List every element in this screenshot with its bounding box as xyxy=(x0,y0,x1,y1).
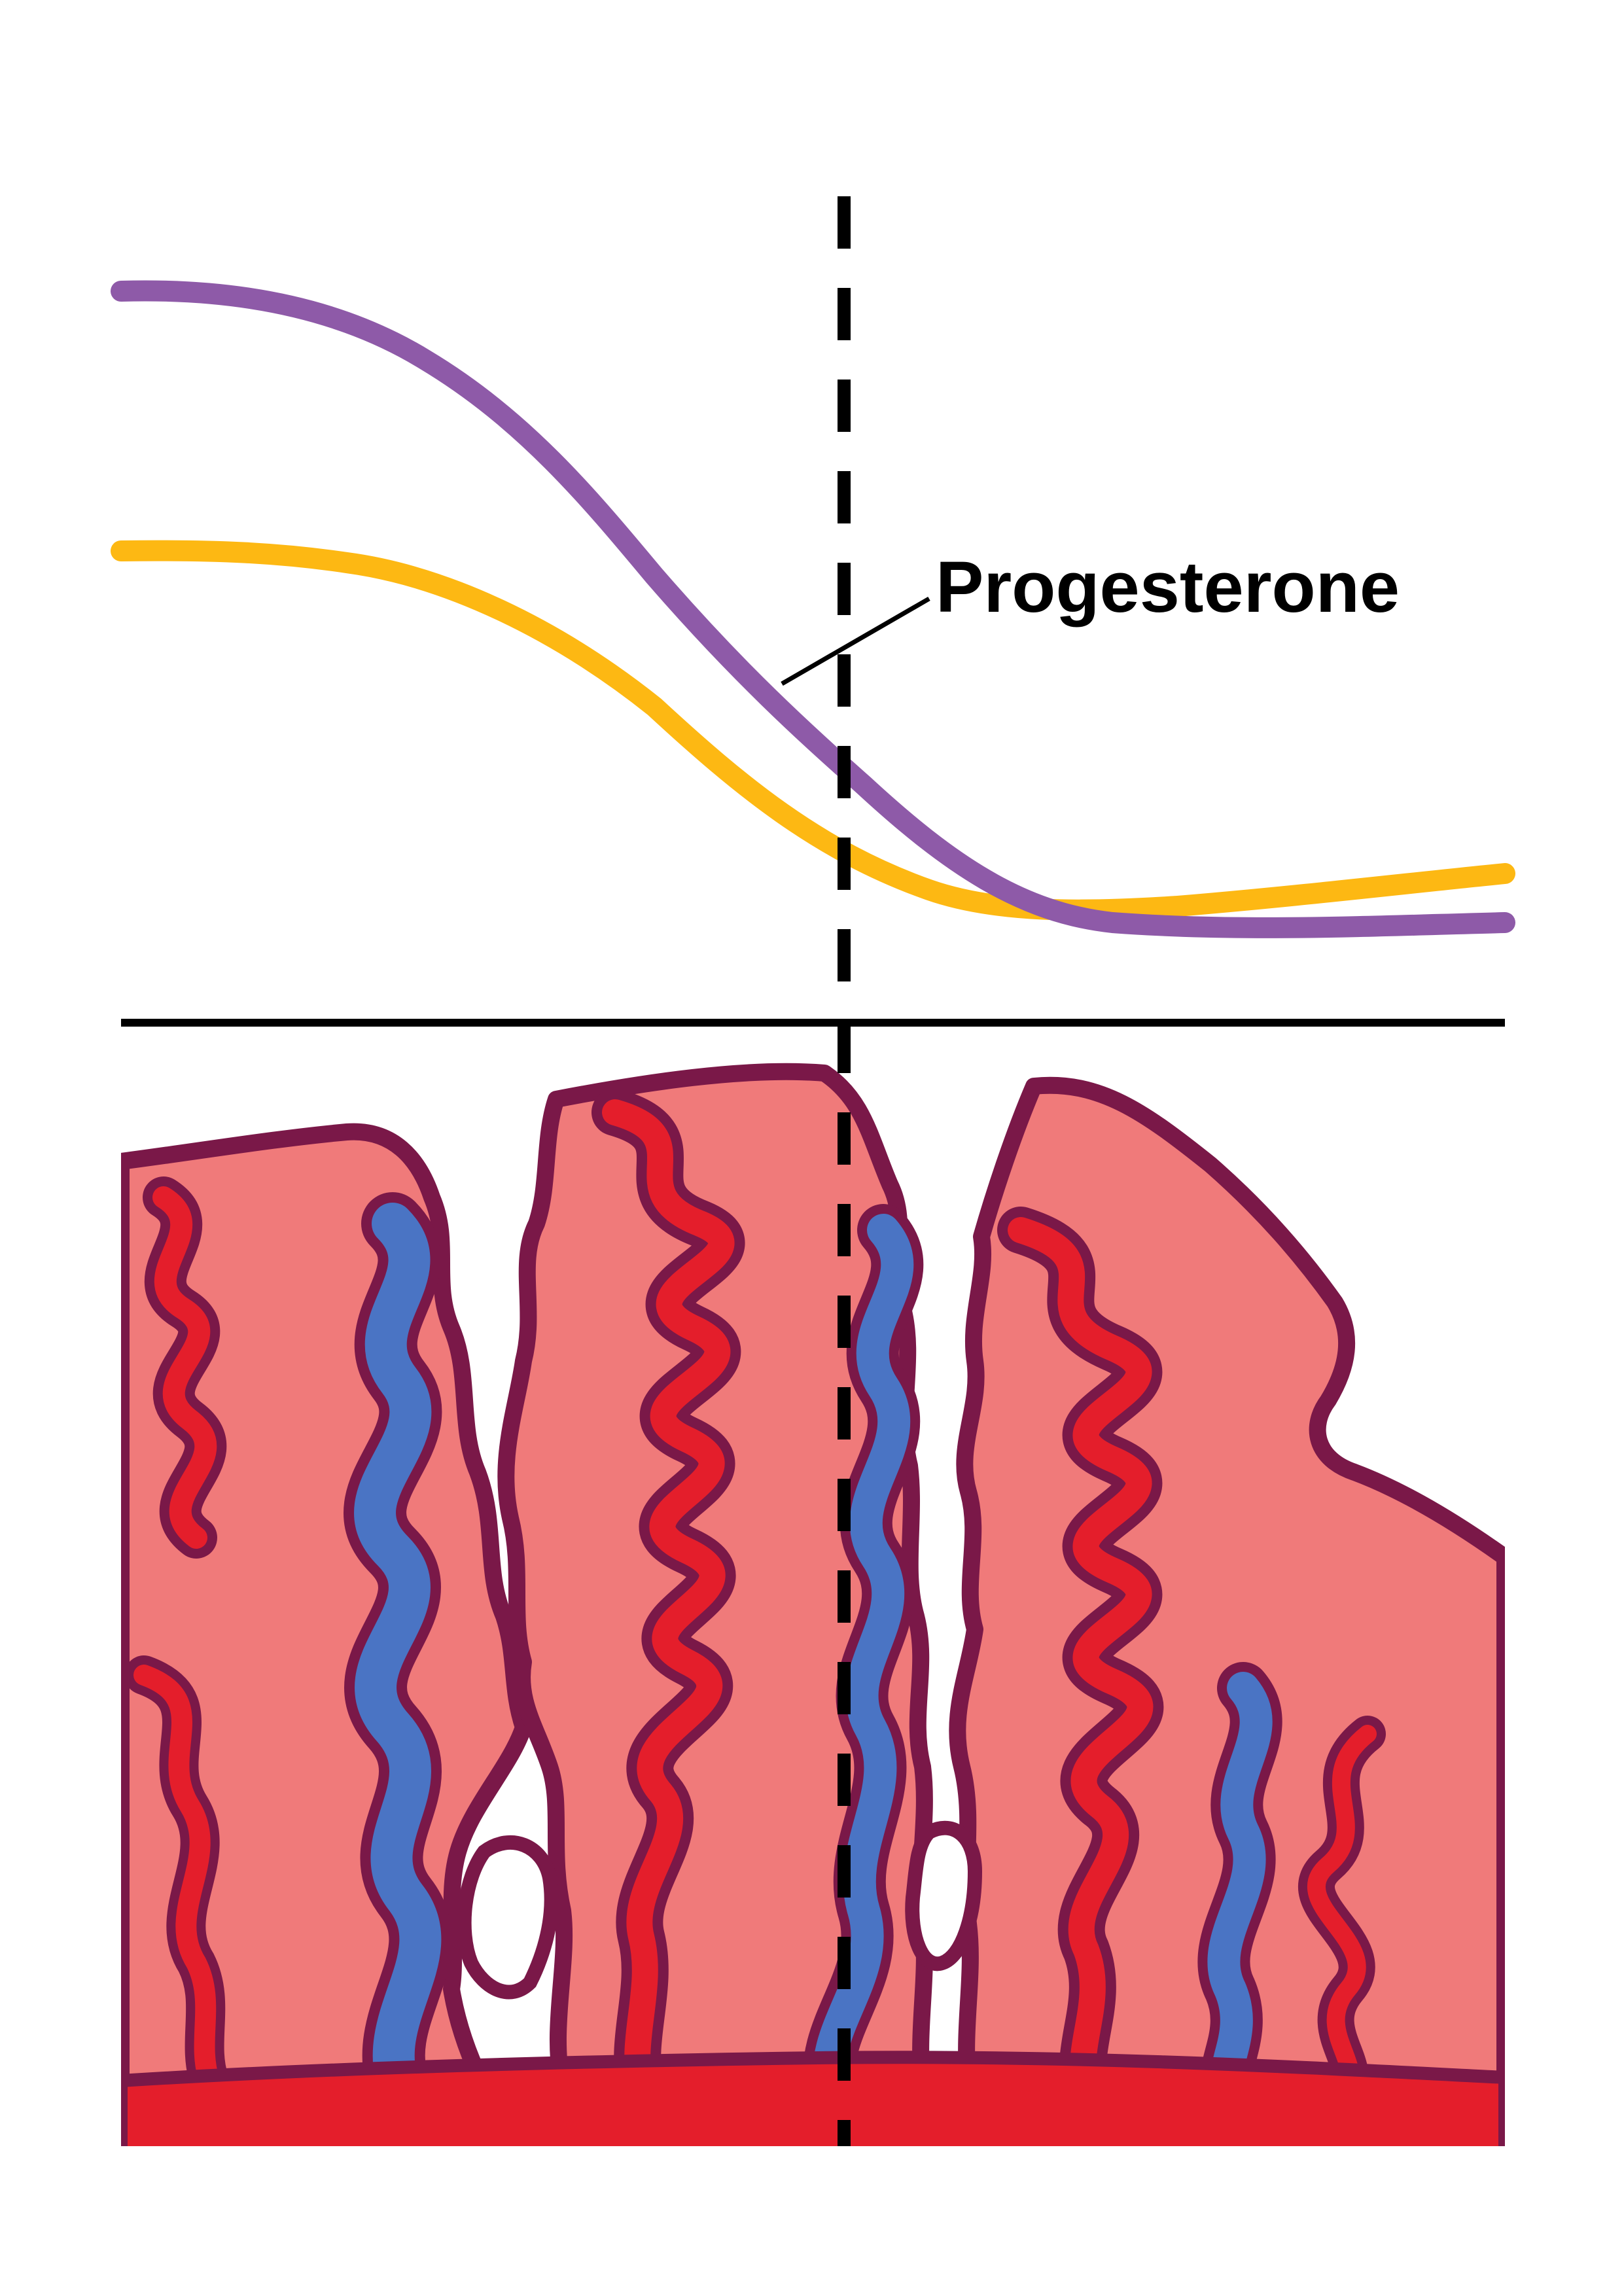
vein-left-core xyxy=(354,1203,442,2108)
hormone-curves xyxy=(111,280,1515,938)
spiral-artery-left-upper-core xyxy=(152,1186,217,1549)
vein-middle-core xyxy=(813,1214,914,2104)
progesterone-label: Progesterone xyxy=(936,547,1400,627)
spiral-artery-right-core xyxy=(1008,1217,1154,2100)
spiral-arteries xyxy=(124,1089,1386,2111)
basal-layer xyxy=(121,2051,1505,2146)
yellow-hormone-curve xyxy=(111,540,1515,921)
label-pointer-line xyxy=(781,596,930,686)
endometrium-tissue xyxy=(121,1063,1505,2146)
spiral-artery-middle-core xyxy=(602,1099,735,2100)
spiral-artery-left-lower-core xyxy=(133,1665,220,2091)
tissue-gap-middle xyxy=(457,1835,559,2000)
veins xyxy=(344,1192,1282,2119)
vein-right-core xyxy=(1207,1672,1273,2104)
spiral-artery-far-right-core xyxy=(1307,1725,1377,2096)
tissue-gap-right xyxy=(905,1820,983,1971)
purple-hormone-curve xyxy=(111,280,1515,938)
